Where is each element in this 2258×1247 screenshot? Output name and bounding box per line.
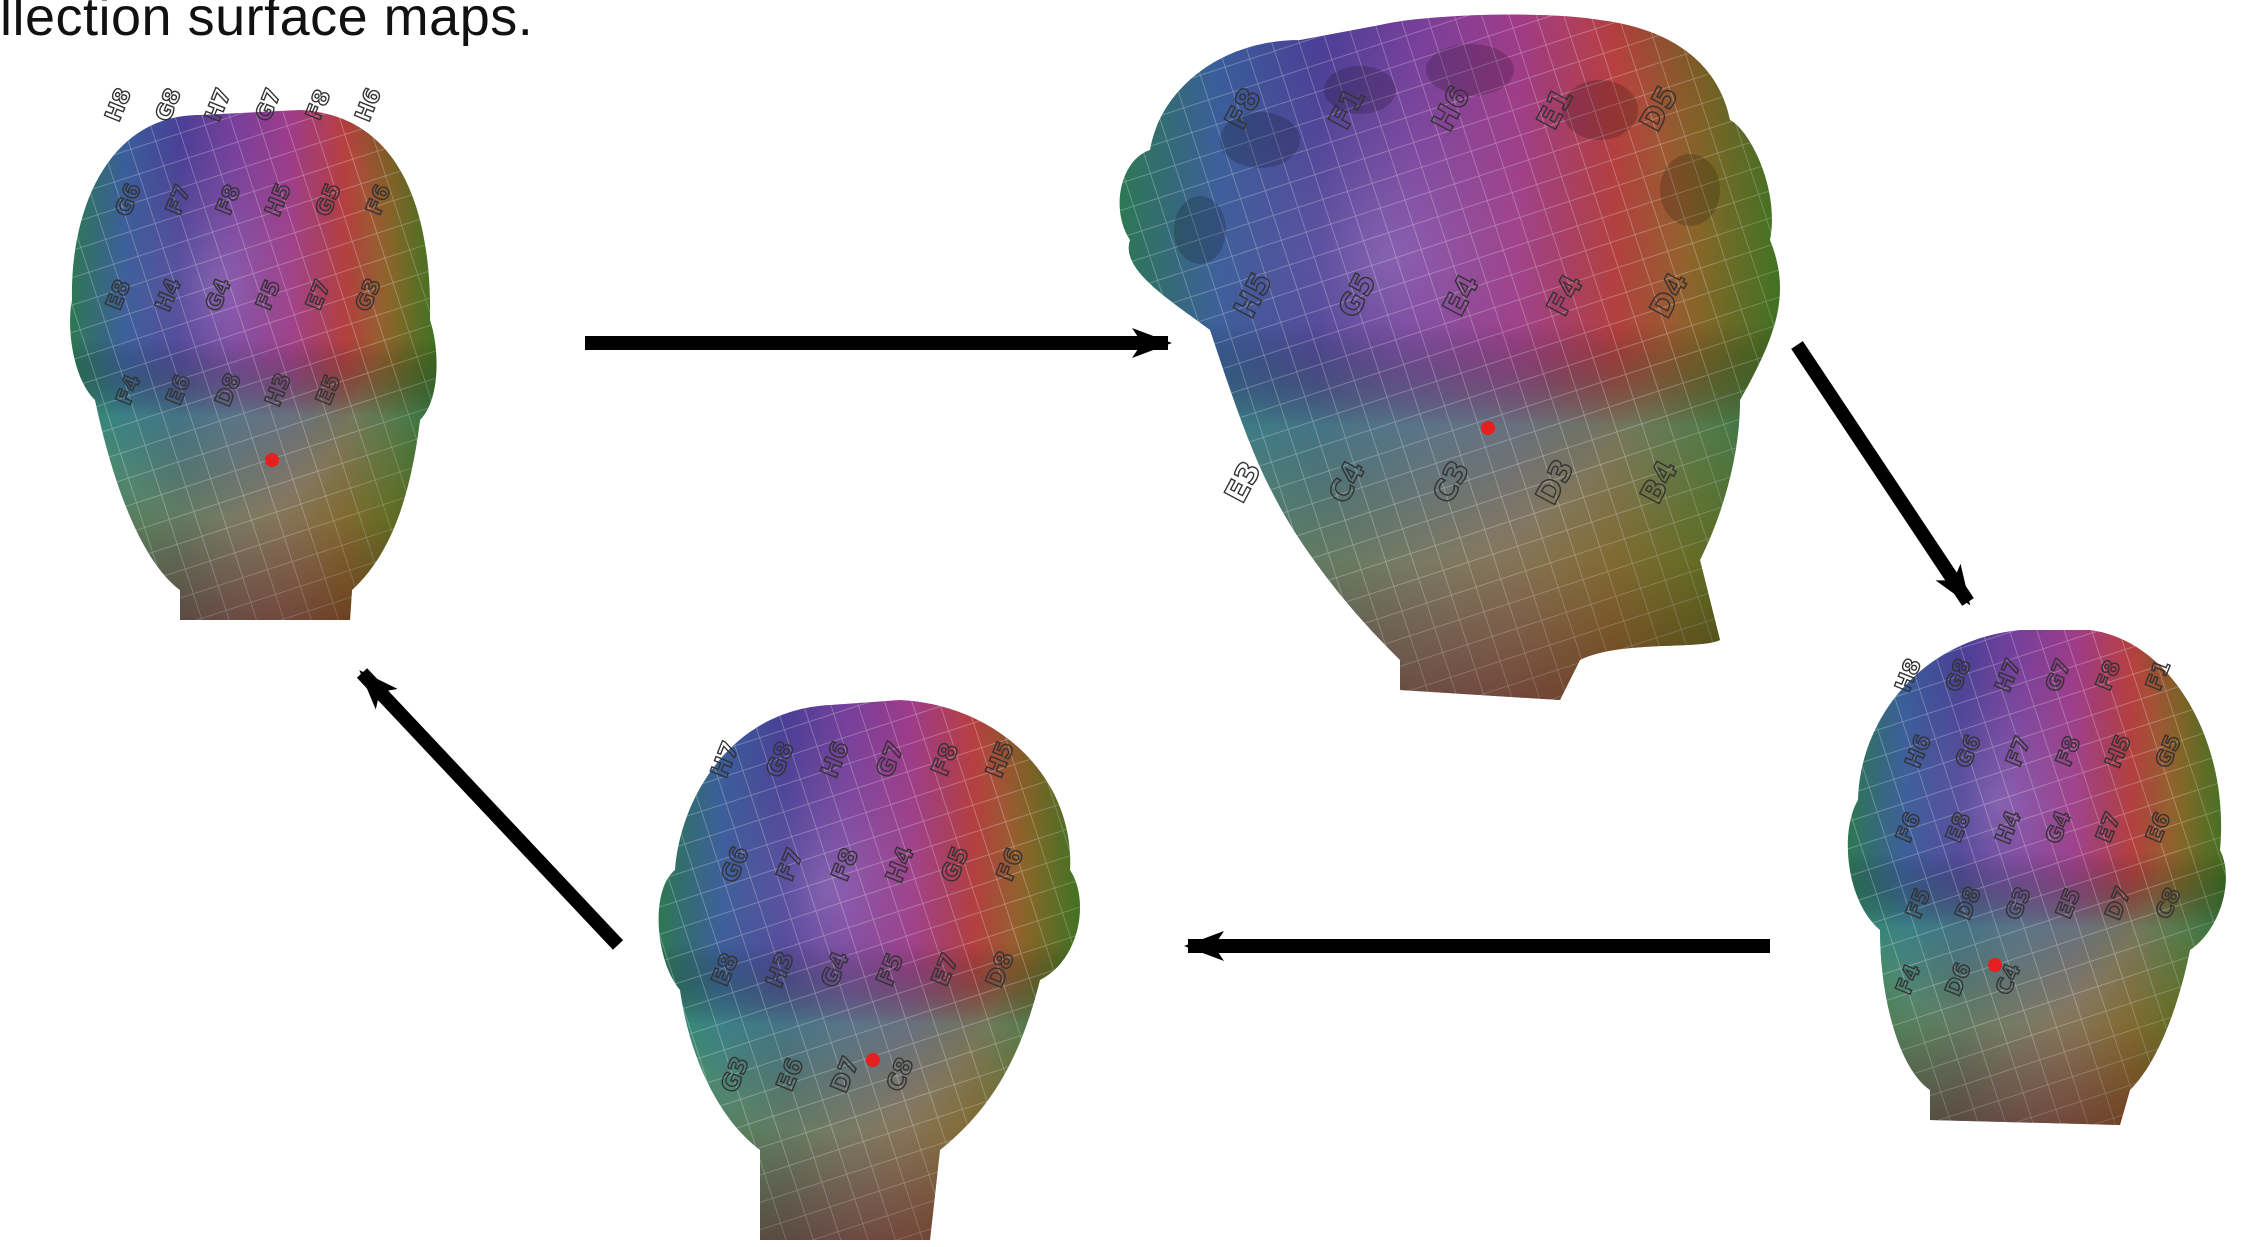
head-top-left: H8G8H7G7F8H6G6F7F8H5G5F6E8H4G4F5E7G3F4E6…: [70, 85, 437, 620]
grid-cell-label: H8: [101, 85, 137, 126]
nose-marker: [1481, 421, 1495, 435]
head-right: H8G8H7G7F8F1H6G6F7F8H5G5F6E8H4G4E7E6F5D8…: [1848, 630, 2226, 1125]
nose-marker: [265, 453, 279, 467]
arrow-down-right: [1797, 345, 1968, 602]
nose-marker: [866, 1053, 880, 1067]
head-top-middle: F8F1H6E1D5H5G5E4F4D4E3C4C3D3B4: [1120, 15, 1780, 700]
nose-marker: [1988, 958, 2002, 972]
head-bottom-middle: H7G8H6G7F8H5G6F7F8H4G5F6E8H3G4F5E7D8G3E6…: [659, 700, 1080, 1240]
grid-cell-label: H6: [351, 85, 387, 126]
arrow-up-left: [362, 673, 618, 945]
